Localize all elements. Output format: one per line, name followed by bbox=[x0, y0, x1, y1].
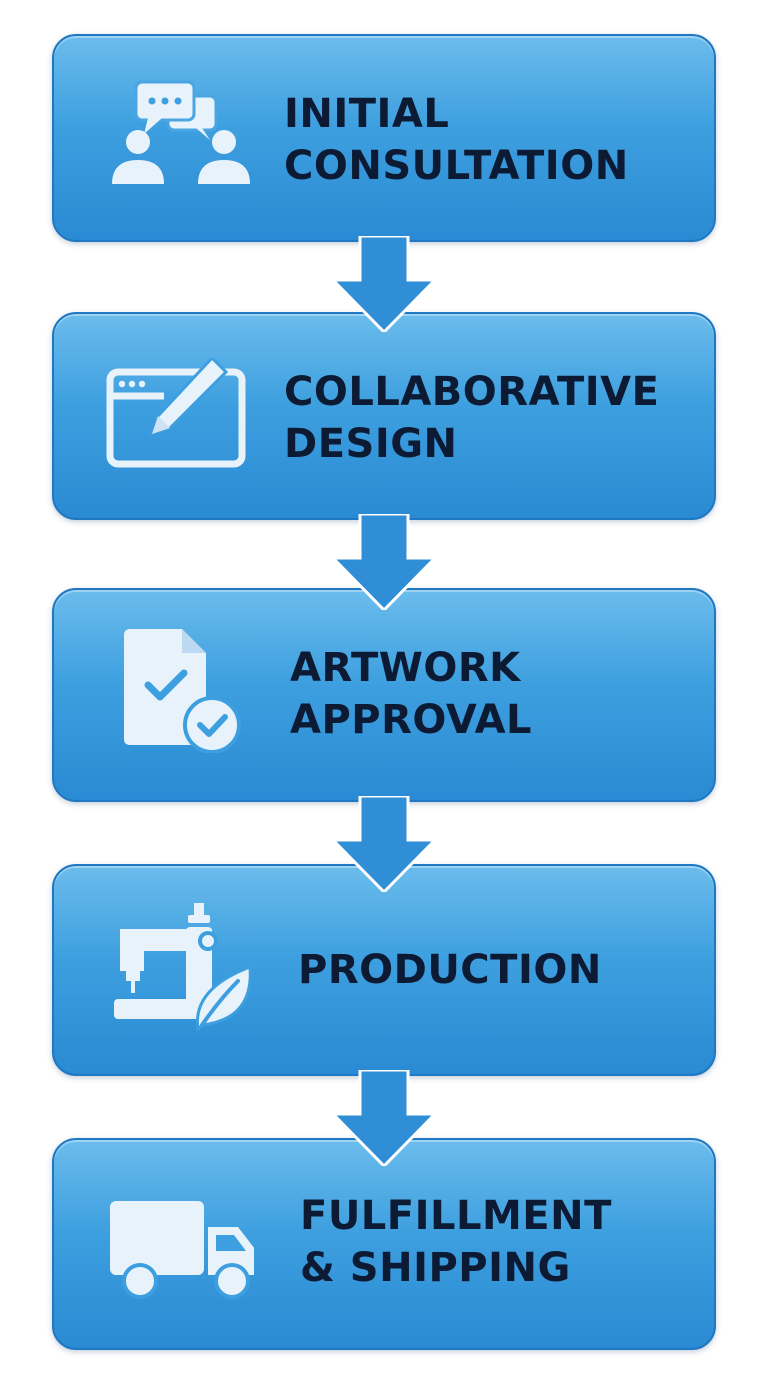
consultation-icon bbox=[104, 80, 254, 200]
step-label-line2: & SHIPPING bbox=[300, 1245, 571, 1291]
sewing-machine-leaf-icon bbox=[104, 903, 254, 1031]
step-fulfillment-shipping: FULFILLMENT & SHIPPING bbox=[52, 1138, 716, 1350]
step-label-line2: APPROVAL bbox=[290, 697, 533, 743]
step-label-line1: FULFILLMENT bbox=[300, 1193, 612, 1239]
step-label: PRODUCTION bbox=[298, 944, 694, 996]
delivery-truck-icon bbox=[104, 1186, 254, 1306]
step-label: ARTWORK APPROVAL bbox=[290, 642, 694, 746]
step-label: INITIAL CONSULTATION bbox=[284, 88, 694, 192]
document-approved-icon bbox=[104, 629, 254, 753]
step-label: FULFILLMENT & SHIPPING bbox=[300, 1190, 694, 1294]
arrow-down-icon bbox=[333, 796, 435, 892]
arrow-down-icon bbox=[333, 1070, 435, 1166]
step-label-line1: COLLABORATIVE bbox=[284, 369, 660, 415]
arrow-down-icon bbox=[333, 514, 435, 610]
step-artwork-approval: ARTWORK APPROVAL bbox=[52, 588, 716, 802]
step-label-line1: PRODUCTION bbox=[298, 947, 602, 993]
step-collaborative-design: COLLABORATIVE DESIGN bbox=[52, 312, 716, 520]
step-label: COLLABORATIVE DESIGN bbox=[284, 366, 694, 470]
arrow-down-icon bbox=[333, 236, 435, 332]
step-initial-consultation: INITIAL CONSULTATION bbox=[52, 34, 716, 242]
step-production: PRODUCTION bbox=[52, 864, 716, 1076]
step-label-line2: CONSULTATION bbox=[284, 143, 629, 189]
design-edit-icon bbox=[104, 358, 254, 478]
step-label-line1: INITIAL bbox=[284, 91, 450, 137]
step-label-line1: ARTWORK bbox=[290, 645, 521, 691]
step-label-line2: DESIGN bbox=[284, 421, 458, 467]
